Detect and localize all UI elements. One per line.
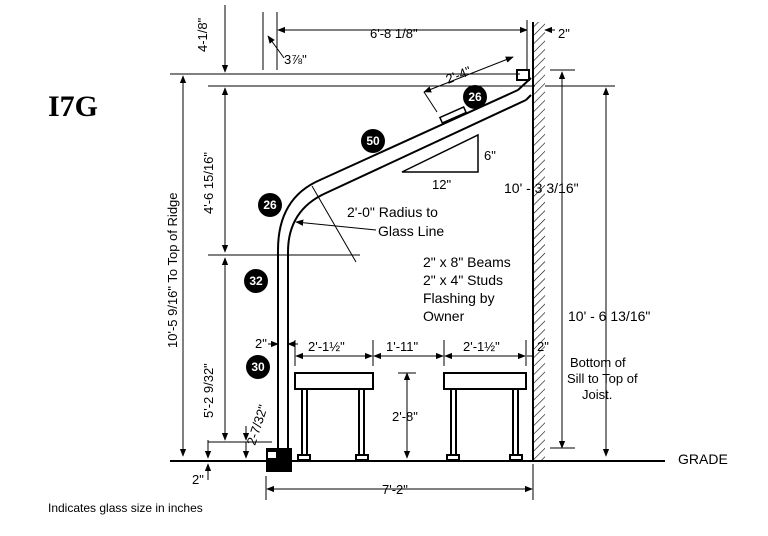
glass-badge-5: 30 <box>246 355 270 379</box>
bench-right <box>443 372 527 461</box>
ridge-flashing <box>438 105 468 125</box>
svg-text:26: 26 <box>263 198 277 212</box>
sill-note-line-2: Sill to Top of <box>567 371 638 386</box>
svg-text:50: 50 <box>366 134 380 148</box>
svg-text:30: 30 <box>251 360 265 374</box>
svg-text:32: 32 <box>249 274 263 288</box>
grade-label: GRADE <box>678 451 728 467</box>
spec-beams: 2" x 8" Beams <box>423 254 511 270</box>
glass-badge-2: 50 <box>361 129 385 153</box>
dimension-lines <box>170 5 615 500</box>
sill-note-line-3: Joist. <box>582 387 612 402</box>
pitch-rise-label: 6" <box>484 148 496 163</box>
glass-badge-4: 32 <box>244 269 268 293</box>
bench-2-width-label: 2'-1½" <box>463 339 500 354</box>
wall-height-1-label: 10' - 3 3/16" <box>504 180 579 196</box>
lower-height-label: 5'-2 9/32" <box>201 363 216 418</box>
glass-upper-height-label: 4'-6 15/16" <box>201 152 216 214</box>
bench-height-label: 2'-8" <box>392 409 418 424</box>
bench-gap-label: 1'-11" <box>386 339 419 354</box>
glass-badge-3: 26 <box>258 193 282 217</box>
slope-run-label: 2'-4" <box>444 63 474 87</box>
wall-2in-top-label: 2" <box>558 26 570 41</box>
legend-caption: Indicates glass size in inches <box>48 501 203 515</box>
spec-studs: 2" x 4" Studs <box>423 272 503 288</box>
bench-left <box>294 372 374 461</box>
spec-owner: Owner <box>423 308 465 324</box>
greenhouse-frame <box>277 69 532 455</box>
overall-width-label: 7'-2" <box>382 482 408 497</box>
right-2in-label: 2" <box>537 339 549 354</box>
ridge-height-label: 10'-5 9/16" To Top of Ridge <box>165 192 180 348</box>
top-small-label: 3⅞" <box>284 52 307 67</box>
pitch-run-label: 12" <box>432 177 451 192</box>
top-width-label: 6'-8 1/8" <box>370 26 418 41</box>
drawing-title: I7G <box>48 90 98 123</box>
radius-note-line-1: 2'-0" Radius to <box>347 204 438 220</box>
wall-height-2-label: 10' - 6 13/16" <box>568 308 650 324</box>
glass-badge-1: 26 <box>463 85 487 109</box>
bottom-2in-label: 2" <box>192 472 204 487</box>
left-2in-label: 2" <box>255 336 267 351</box>
sill-note-line-1: Bottom of <box>570 355 626 370</box>
radius-note-line-2: Glass Line <box>378 223 444 239</box>
bench-1-width-label: 2'-1½" <box>308 339 345 354</box>
top-height-label: 4-1/8" <box>195 17 210 52</box>
pitch-triangle: 6" 12" <box>401 133 496 192</box>
house-wall <box>532 22 545 460</box>
spec-flashing: Flashing by <box>423 290 495 306</box>
svg-text:26: 26 <box>468 90 482 104</box>
foundation-block <box>266 448 292 472</box>
base-offset-label: 2-7/32" <box>244 402 271 446</box>
